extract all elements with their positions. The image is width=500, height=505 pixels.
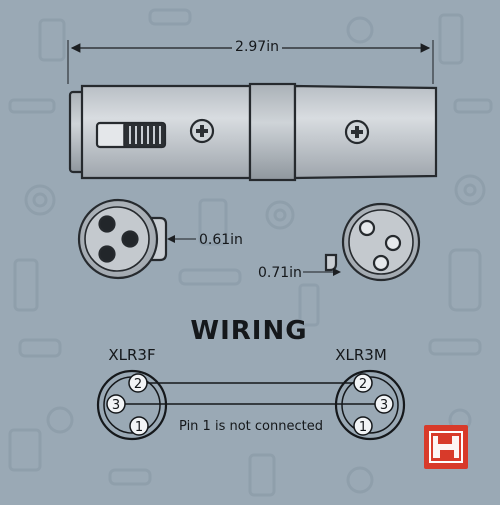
svg-text:3: 3 bbox=[380, 398, 388, 413]
female-pin-hole bbox=[121, 230, 139, 248]
pin-1: 1 bbox=[353, 416, 373, 436]
hosa-logo-icon bbox=[424, 425, 468, 469]
female-face-view bbox=[77, 198, 168, 280]
male-face-view bbox=[324, 202, 421, 282]
male-pin bbox=[384, 234, 402, 252]
male-diameter-dimension: 0.71in bbox=[258, 265, 341, 281]
svg-text:1: 1 bbox=[359, 420, 367, 435]
female-pin-hole bbox=[98, 245, 116, 263]
center-ring bbox=[248, 82, 297, 182]
pin-1: 1 bbox=[129, 416, 149, 436]
left-connector-label: XLR3F bbox=[108, 346, 155, 364]
wiring-note: Pin 1 is not connected bbox=[179, 419, 323, 434]
phillips-screw-icon bbox=[344, 119, 370, 145]
pin-2: 2 bbox=[353, 373, 373, 393]
length-dimension: 2.97in bbox=[67, 36, 434, 84]
latch-icon bbox=[95, 121, 167, 149]
xlr3m-pinout: 2 3 1 bbox=[334, 369, 406, 441]
pin-3: 3 bbox=[106, 394, 126, 414]
wiring-title: WIRING bbox=[190, 316, 307, 346]
length-label: 2.97in bbox=[235, 39, 279, 55]
background-pattern bbox=[8, 8, 493, 497]
adapter-side-view bbox=[68, 82, 438, 182]
pin-3: 3 bbox=[374, 394, 394, 414]
xlr3f-pinout: 2 3 1 bbox=[96, 369, 168, 441]
pin-2: 2 bbox=[128, 373, 148, 393]
svg-text:2: 2 bbox=[134, 377, 142, 392]
svg-text:1: 1 bbox=[135, 420, 143, 435]
female-pin-hole bbox=[98, 215, 116, 233]
right-connector-label: XLR3M bbox=[335, 346, 387, 364]
male-key-tab bbox=[324, 253, 338, 272]
female-diameter-dimension: 0.61in bbox=[167, 232, 243, 248]
male-diameter-label: 0.71in bbox=[258, 265, 302, 281]
male-pin bbox=[358, 219, 376, 237]
male-pin bbox=[372, 254, 390, 272]
svg-text:2: 2 bbox=[359, 377, 367, 392]
phillips-screw-icon bbox=[189, 118, 215, 144]
female-diameter-label: 0.61in bbox=[199, 232, 243, 248]
svg-text:3: 3 bbox=[112, 398, 120, 413]
